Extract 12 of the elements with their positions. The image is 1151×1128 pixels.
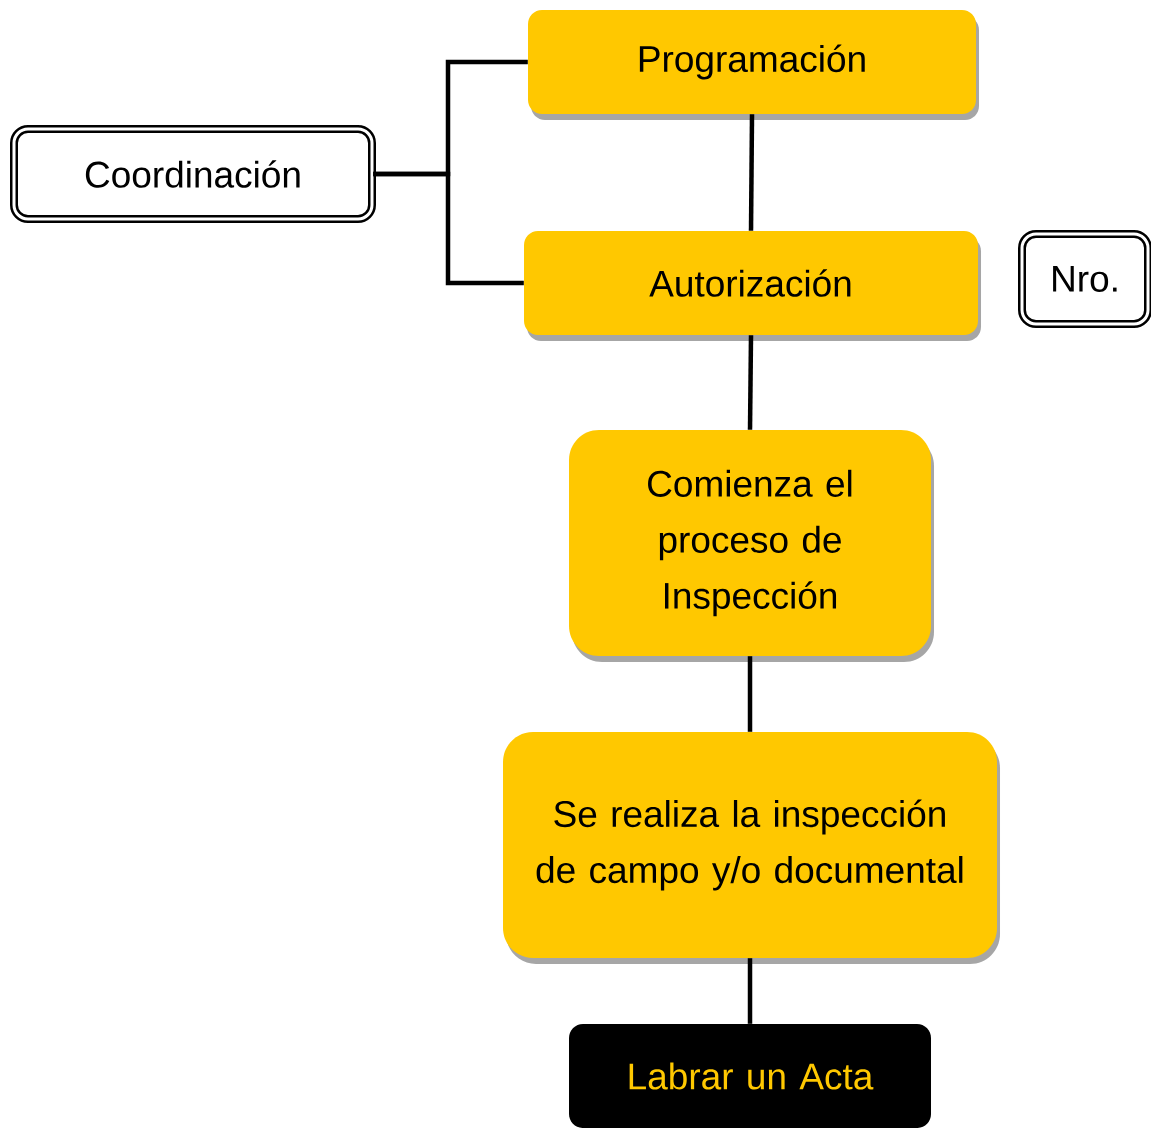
terminal-box: Labrar un Acta [569, 1024, 931, 1128]
process-box: Autorización [524, 231, 981, 341]
connector-line [373, 171, 524, 286]
process-box: Se realiza la inspección de campo y/o documental [503, 732, 1000, 964]
process-box: Comienza el proceso de Inspección [569, 430, 934, 662]
label-box: Nro. [1018, 230, 1151, 328]
process-box: Programación [528, 10, 979, 120]
label-box: Coordinación [10, 125, 376, 223]
connector-line [747, 958, 753, 1024]
connector-line [747, 335, 754, 430]
connector-line [748, 114, 755, 231]
connector-line [747, 656, 753, 732]
